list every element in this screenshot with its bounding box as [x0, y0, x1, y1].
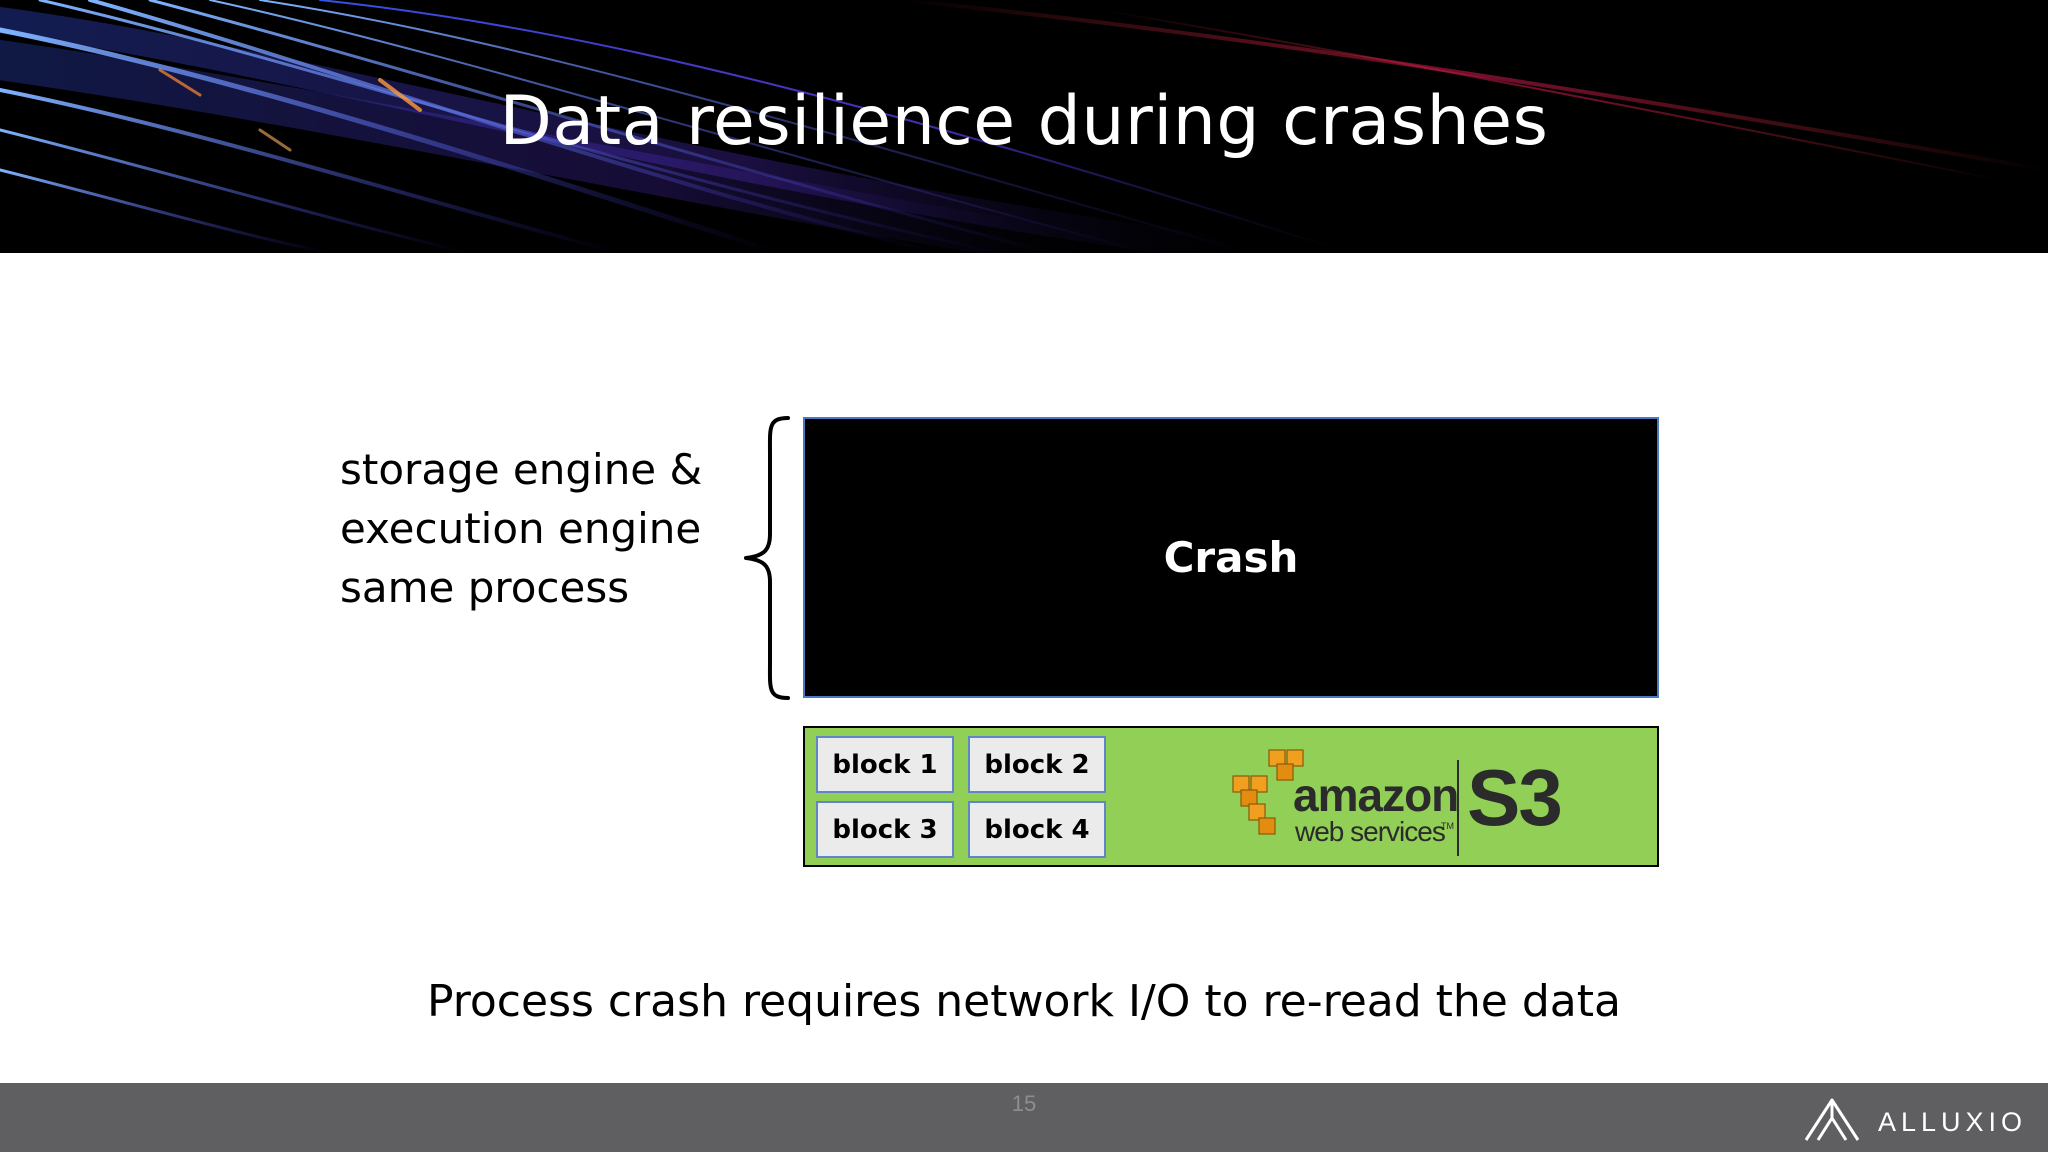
aws-trademark: TM	[1441, 821, 1454, 831]
aws-cubes-icon	[1232, 749, 1304, 835]
caption-line: storage engine &	[340, 445, 703, 494]
crash-label: Crash	[1163, 533, 1299, 582]
s3-storage-box: block 1 block 2 block 3 block 4 amazon w…	[803, 726, 1659, 867]
aws-subtitle: web services	[1295, 816, 1446, 847]
header-banner: Data resilience during crashes	[0, 0, 2048, 253]
brand-name: ALLUXIO	[1878, 1107, 2028, 1137]
block-4: block 4	[968, 801, 1106, 858]
slide-footer: 15 ALLUXIO	[0, 1083, 2048, 1152]
caption-line: same process	[340, 563, 630, 612]
process-caption: storage engine & execution engine same p…	[340, 440, 760, 617]
block-1: block 1	[816, 736, 954, 793]
page-number: 15	[1011, 1091, 1037, 1116]
slide-title: Data resilience during crashes	[499, 82, 1549, 161]
s3-product-label: S3	[1467, 753, 1563, 842]
curly-brace-icon	[744, 416, 790, 700]
alluxio-logo-icon	[1804, 1098, 1860, 1141]
crash-process-box: Crash	[803, 417, 1659, 698]
block-2: block 2	[968, 736, 1106, 793]
light-streaks-background	[0, 0, 2048, 253]
logo-divider	[1457, 760, 1459, 856]
block-3: block 3	[816, 801, 954, 858]
aws-wordmark: amazon	[1293, 769, 1459, 821]
slide-conclusion: Process crash requires network I/O to re…	[427, 976, 1621, 1027]
caption-line: execution engine	[340, 504, 702, 553]
